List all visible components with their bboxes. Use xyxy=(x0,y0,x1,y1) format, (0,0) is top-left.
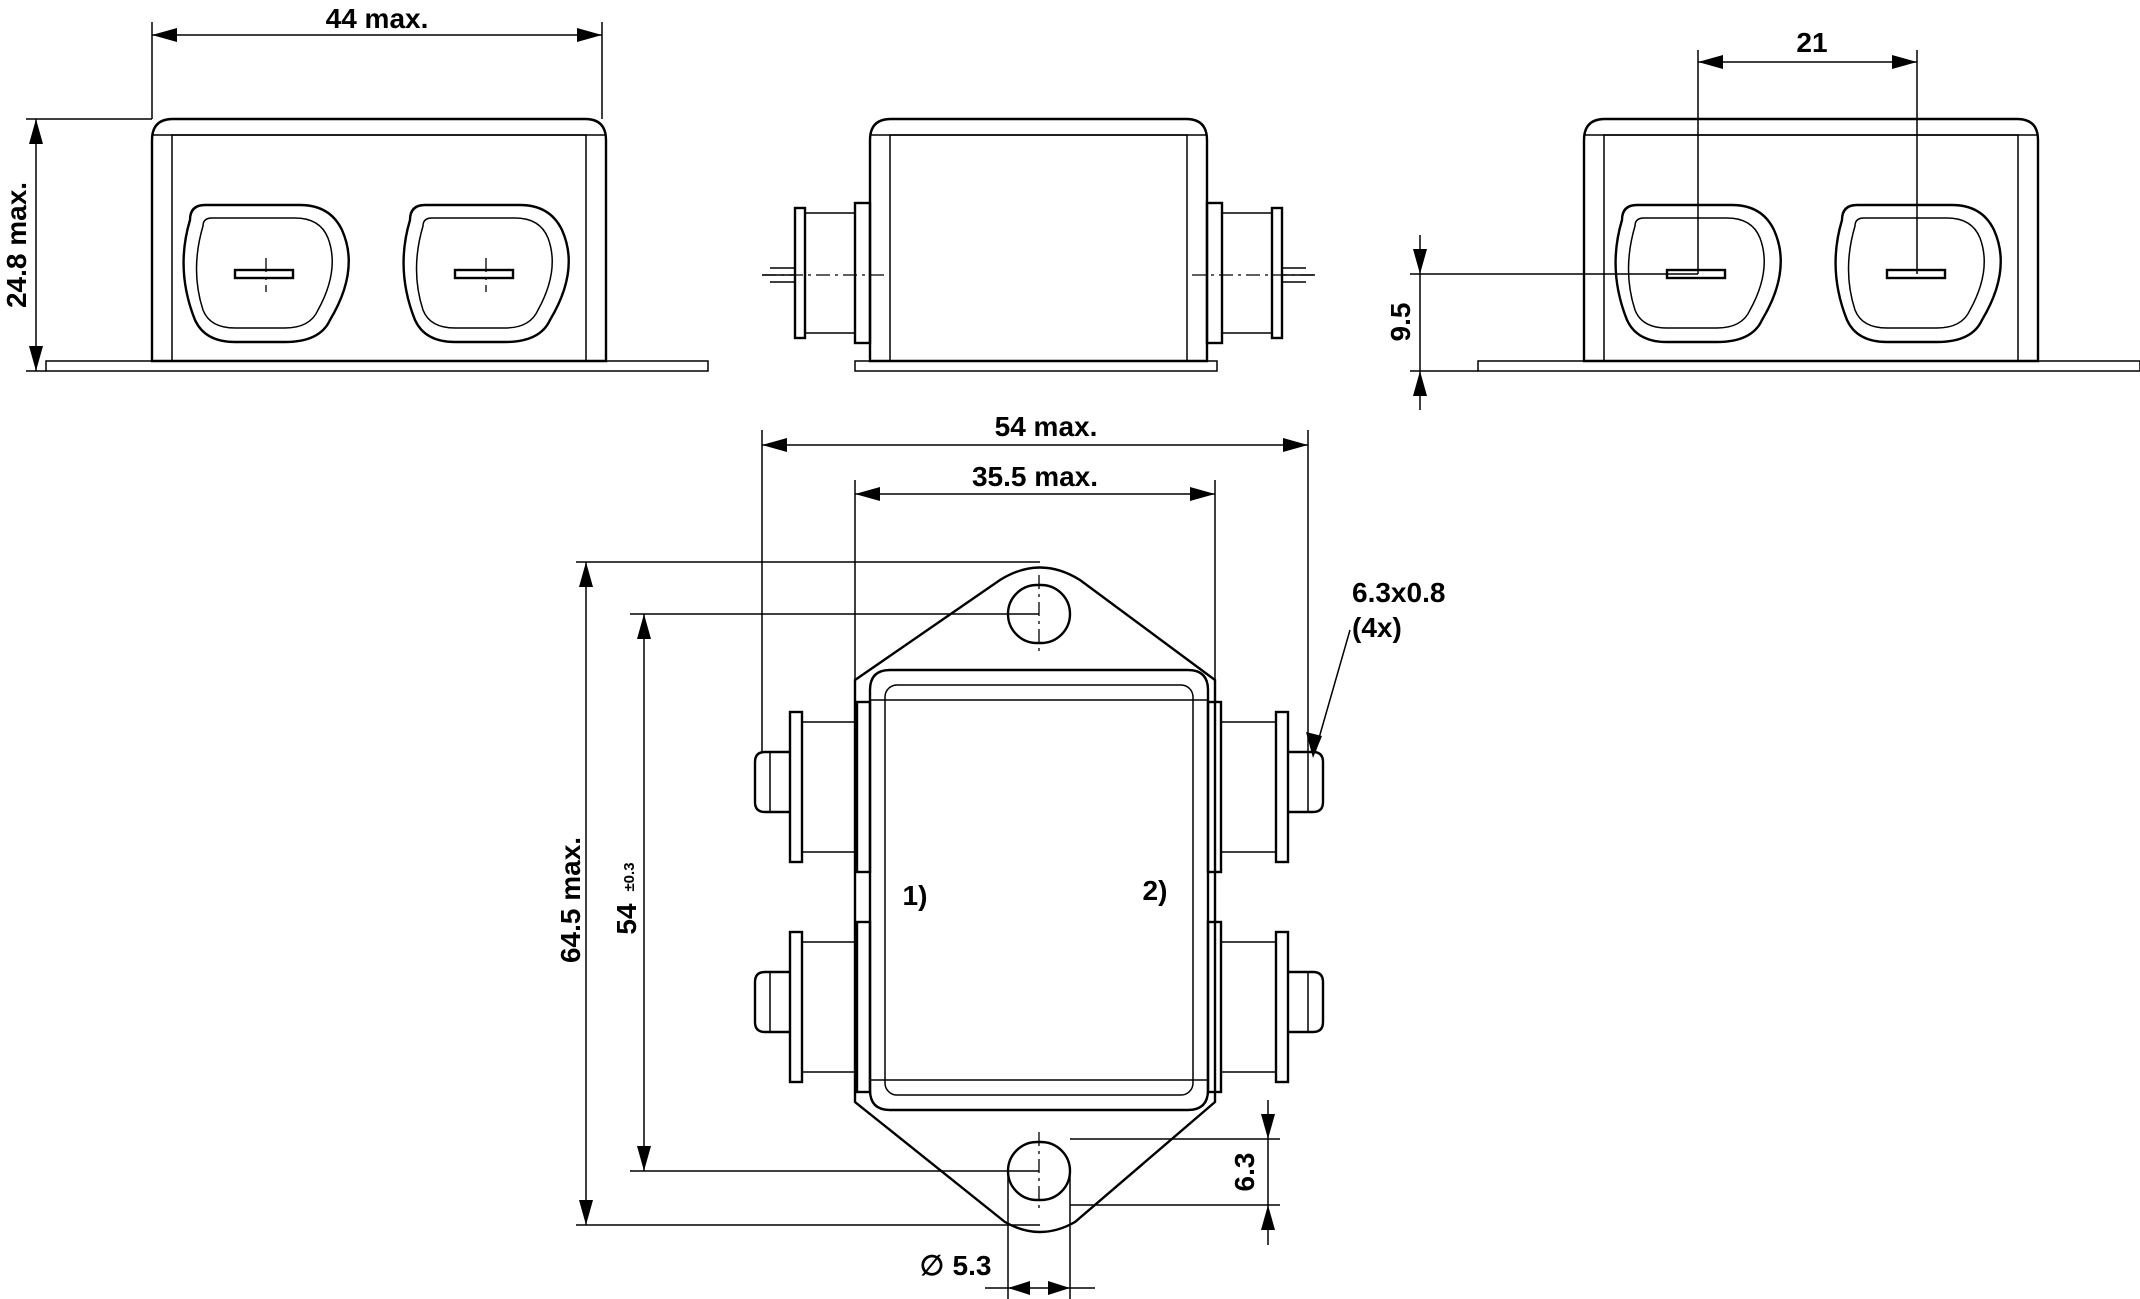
top-view: 1) 2) 54 max. 35.5 max. 6.3x0.8 (4x) 64.… xyxy=(555,411,1445,1299)
dim-total-width-max: 54 max. xyxy=(995,411,1098,442)
dim-terminal-count: (4x) xyxy=(1352,612,1402,643)
terminal-left-lower xyxy=(753,920,872,1094)
dim-body-width-max: 35.5 max. xyxy=(972,461,1098,492)
terminal-left-upper xyxy=(753,700,872,874)
dim-width-max: 44 max. xyxy=(326,3,429,34)
label-side-1: 1) xyxy=(903,880,928,911)
mounting-hole-bottom xyxy=(1006,1132,1072,1212)
terminal-right-lower xyxy=(1206,920,1325,1094)
mounting-hole-top xyxy=(1006,575,1072,655)
dim-hole-spacing-tolerance: ±0.3 xyxy=(621,862,638,891)
terminal-socket-left-1 xyxy=(182,203,350,344)
dim-terminal-spacing: 21 xyxy=(1796,27,1827,58)
label-side-2: 2) xyxy=(1143,875,1168,906)
dim-terminal-height: 9.5 xyxy=(1385,303,1416,342)
side-view xyxy=(762,117,1315,372)
dim-hole-spacing-group: 54 ±0.3 xyxy=(611,862,642,934)
terminal-right-upper xyxy=(1206,700,1325,874)
dim-hole-diameter-symbol: ∅ xyxy=(920,1250,944,1281)
terminal-socket-right-2 xyxy=(1834,203,2002,344)
dim-hole-offset: 6.3 xyxy=(1229,1153,1260,1192)
front-view-left: 44 max. 24.8 max. xyxy=(1,3,709,372)
front-view-right: 21 9.5 xyxy=(1385,27,2140,410)
terminal-socket-left-2 xyxy=(402,203,570,344)
dim-hole-diameter: 5.3 xyxy=(953,1250,992,1281)
dim-terminal-size: 6.3x0.8 xyxy=(1352,577,1445,608)
dim-hole-spacing: 54 xyxy=(611,903,642,935)
dim-height-max: 24.8 max. xyxy=(1,182,32,308)
dim-total-length-max: 64.5 max. xyxy=(555,837,586,963)
